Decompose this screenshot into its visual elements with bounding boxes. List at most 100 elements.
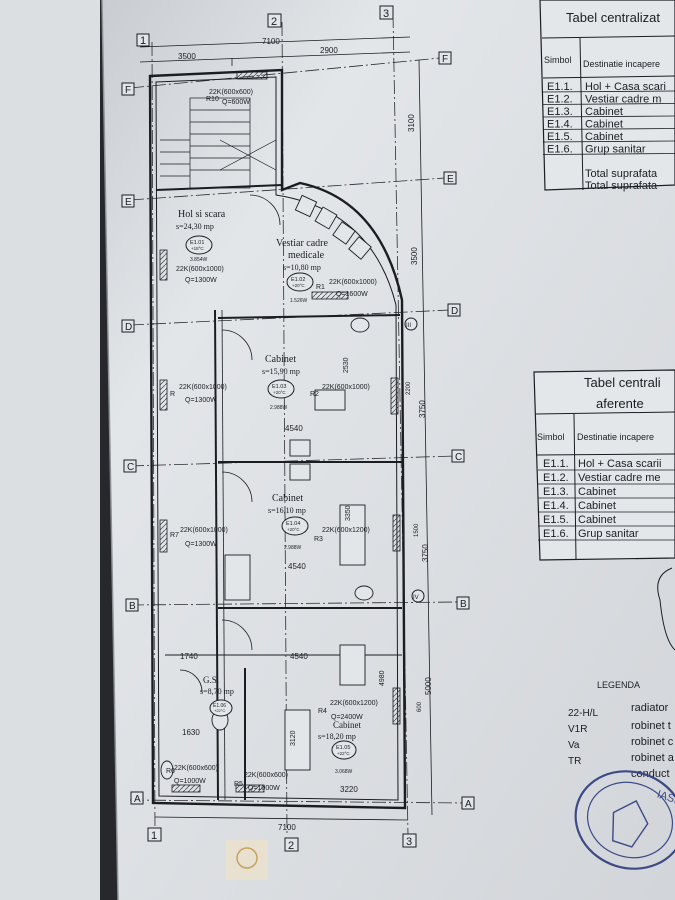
rad-id-r7: R7 <box>170 532 179 539</box>
watermark-logo <box>226 840 268 880</box>
table-rule <box>542 153 675 155</box>
rad-type-r4: 22K(600x1200) <box>330 700 378 707</box>
stairs <box>160 97 277 189</box>
rad-q-r7: Q=1300W <box>185 541 217 548</box>
right-dimensions: 3100 3500 3750 3750 5000 <box>407 59 433 816</box>
table1-col-symbol: Simbol <box>544 55 572 65</box>
table-rule <box>542 128 675 130</box>
row-tag-A-right: A <box>465 799 472 810</box>
table1-row-symbol: E1.2. <box>547 94 573 106</box>
table1-col-dest: Destinatie incapere <box>583 59 660 69</box>
rad-id-r5: R5 <box>234 781 243 788</box>
rad-q-r4: Q=2400W <box>331 714 363 721</box>
room-tag-vestiar: E1.02 <box>291 277 305 283</box>
rad-type-r3: 22K(600x1200) <box>322 527 370 534</box>
legend-code: V1R <box>568 724 587 735</box>
rad-q-r10: Q=600W <box>222 99 250 106</box>
row-tag-C-right: C <box>455 452 462 463</box>
table1-row-dest: Cabinet <box>585 131 623 143</box>
table2-row-symbol: E1.2. <box>543 472 569 484</box>
room-name-hol: Hol si scara <box>178 209 226 220</box>
room-temp-cabinet-1: +20°C <box>273 390 286 395</box>
table1-row-symbol: E1.1. <box>547 81 573 93</box>
rad-type-c1: 22K(600x1000) <box>179 384 227 391</box>
dim-600: 600 <box>417 701 423 712</box>
room-name-gs: G.S. <box>203 675 219 685</box>
row-tag-E-left: E <box>125 197 132 208</box>
row-tag-F-left: F <box>125 85 131 96</box>
pipe-sketch <box>657 567 675 651</box>
row-tag-F-right: F <box>442 54 448 65</box>
room-tag-cabinet-3: E1.05 <box>336 745 350 751</box>
table1-row-symbol: E1.5. <box>547 131 573 143</box>
room-labels: Hol si scara s=24,30 mp Vestiar cadre me… <box>176 209 361 741</box>
rad-q-r1: Q=1600W <box>336 291 368 298</box>
table2-title-1: Tabel centrali <box>584 375 661 390</box>
rad-id-c1: R <box>170 391 175 398</box>
rad-type-r1: 22K(600x1000) <box>329 279 377 286</box>
row-tag-A-left: A <box>134 794 141 805</box>
previous-page <box>0 0 100 900</box>
dim-right-3750-2: 3750 <box>421 544 430 562</box>
radiator-labels: R10 22K(600x600) Q=600W 22K(600x1000) Q=… <box>166 89 378 792</box>
room-temp-cabinet-2: +20°C <box>287 527 300 532</box>
rad-type-r5: 22K(600x600) <box>244 772 288 779</box>
table1-total-1: Total suprafata <box>585 168 658 180</box>
room-name-vestiar-2: medicale <box>288 250 325 261</box>
room-tag-hol: E1.01 <box>190 240 204 246</box>
grid-tag-2: 2 <box>271 16 277 28</box>
table-rule <box>542 103 675 105</box>
rad-id-r10: R10 <box>206 96 219 103</box>
table-1 <box>539 0 675 191</box>
legend-text: conduct <box>631 768 670 780</box>
grid-row-tags: F F E E D D C C B B A A <box>121 51 475 810</box>
table1-title: Tabel centralizat <box>566 10 660 25</box>
room-name-cabinet-3: Cabinet <box>333 720 361 730</box>
row-tag-B-left: B <box>129 601 136 612</box>
table1-row-dest: Grup sanitar <box>585 144 646 156</box>
table2-title-2: aferente <box>596 396 644 411</box>
room-temp-vestiar: +20°C <box>292 283 305 288</box>
room-power-cabinet-1: 2.988W <box>270 405 288 411</box>
legend-title: LEGENDA <box>597 680 640 690</box>
table-rule <box>542 140 675 143</box>
rad-type-r10: 22K(600x600) <box>209 89 253 96</box>
grid-tag-1-bottom: 1 <box>151 830 157 842</box>
dim-bottom-total: 7100 <box>278 823 296 832</box>
doors <box>179 194 281 693</box>
table1-row-dest: Hol + Casa scari <box>585 81 666 93</box>
table-rule <box>542 90 675 93</box>
legend-text: robinet c <box>631 736 674 748</box>
table1-row-dest: Vestiar cadre m <box>585 94 661 106</box>
rad-q-c1: Q=1300W <box>185 397 217 404</box>
room-tag-cabinet-1: E1.03 <box>272 384 286 390</box>
dim-3350: 3350 <box>345 505 352 521</box>
dim-right-3100: 3100 <box>407 114 416 132</box>
row-tag-C-left: C <box>127 462 134 473</box>
dim-1500: 1500 <box>414 523 420 537</box>
rad-q-hol: Q=1300W <box>185 277 217 284</box>
dim-4540-3: 4540 <box>290 652 308 661</box>
dim-bottom-right: 3220 <box>340 785 358 794</box>
dim-1740: 1740 <box>180 652 198 661</box>
room-area-cabinet-1: s=15,90 mp <box>262 367 300 376</box>
rad-q-r6: Q=1000W <box>174 778 206 785</box>
table2-row-dest: Vestiar cadre me <box>578 472 661 484</box>
table2-row-dest: Hol + Casa scarii <box>578 458 661 470</box>
room-power-cabinet-3: 3.068W <box>335 769 353 775</box>
roman-III: III <box>406 323 411 329</box>
table2-row-dest: Cabinet <box>578 500 616 512</box>
room-area-hol: s=24,30 mp <box>176 222 214 231</box>
room-power-hol: 3.854W <box>190 257 208 263</box>
rad-id-r1: R1 <box>316 284 325 291</box>
table-rule <box>542 115 675 118</box>
radiator-blocks <box>159 71 401 793</box>
dim-4980: 4980 <box>379 670 386 686</box>
table2-col-symbol: Simbol <box>537 432 565 442</box>
rad-id-r2: R2 <box>310 391 319 398</box>
